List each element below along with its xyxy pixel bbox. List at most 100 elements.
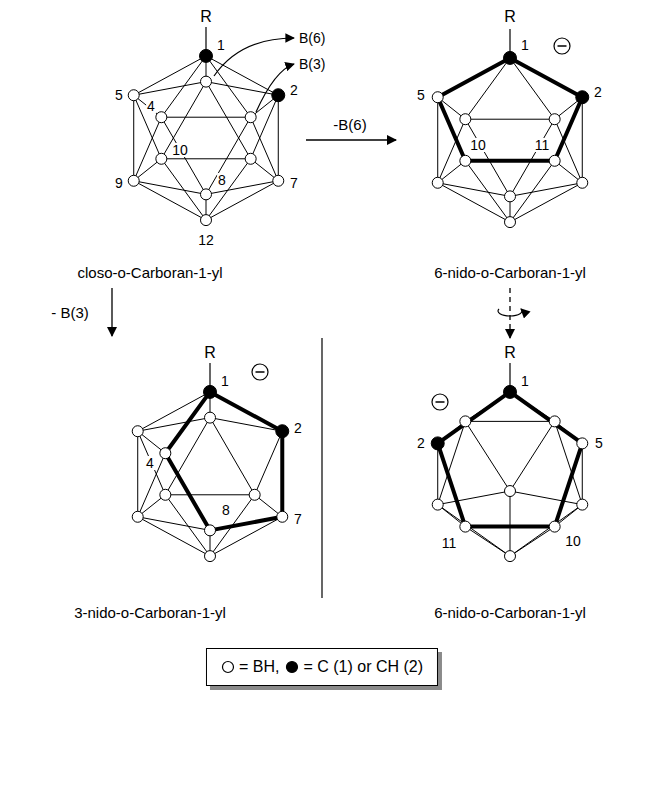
charge-symbol <box>432 394 448 410</box>
vertex-number: 10 <box>171 143 189 157</box>
structure-caption: 3-nido-o-Carboran-1-yl <box>74 605 226 620</box>
cage-edge <box>210 392 282 431</box>
cage-edge <box>134 181 206 220</box>
vertex-number: 9 <box>114 176 124 190</box>
cage-edge <box>251 95 279 159</box>
vertex-number: 1 <box>220 374 230 388</box>
charge-symbol <box>252 364 268 380</box>
cage-edge <box>555 421 583 504</box>
legend-text: = BH, <box>239 658 279 676</box>
structure-caption: closo-o-Carboran-1-yl <box>77 265 222 280</box>
boron-vertex <box>156 153 167 164</box>
boron-vertex <box>460 416 471 427</box>
cage-edge <box>165 418 210 495</box>
carbon-vertex <box>504 51 517 64</box>
cage-edge <box>210 418 282 432</box>
cage-edge <box>437 443 438 504</box>
structure-caption: 6-nido-o-Carboran-1-yl <box>434 265 586 280</box>
substituent-bond <box>509 363 510 385</box>
cage-edge <box>437 97 438 183</box>
vertex-number: 10 <box>469 138 487 152</box>
cage-edge <box>165 495 210 556</box>
cage-edge <box>161 56 206 117</box>
cage-edge <box>210 495 255 556</box>
cage-edge <box>582 443 583 504</box>
legend-entry: = BH, <box>221 658 279 676</box>
cage-figure <box>432 29 589 228</box>
boron-vertex <box>432 177 443 188</box>
cage-edge <box>465 58 510 119</box>
cage-edge <box>280 431 284 517</box>
cage-edge <box>438 421 466 504</box>
cage-edge <box>510 119 555 196</box>
boron-vertex <box>460 155 471 166</box>
cage-edge <box>465 119 510 196</box>
cage-edge <box>510 421 555 491</box>
vertex-number: 2 <box>289 83 299 97</box>
boron-vertex <box>432 92 443 103</box>
cage-edge <box>206 82 278 96</box>
cage-edge <box>165 392 210 453</box>
cage-edge <box>161 117 206 194</box>
cage-edge <box>133 95 134 181</box>
cage-figure <box>431 363 588 562</box>
cage-edge <box>510 505 582 556</box>
cage-figure <box>128 27 285 226</box>
cage-edge <box>278 95 279 181</box>
cage-edge <box>134 95 162 159</box>
cage-edge <box>465 159 554 163</box>
cage-edge <box>438 392 510 443</box>
cage-edge <box>210 517 282 556</box>
cage-edge <box>438 58 510 97</box>
carbon-vertex <box>431 437 444 450</box>
charge-symbol <box>558 45 567 47</box>
cage-edge <box>255 431 283 495</box>
structure-caption: 6-nido-o-Carboran-1-yl <box>434 605 586 620</box>
charge-symbol <box>256 371 265 373</box>
carbon-vertex <box>272 89 285 102</box>
reaction-label: -B(6) <box>333 117 366 132</box>
boron-vertex <box>505 551 516 562</box>
cage-figure <box>132 363 289 562</box>
reaction-label: - B(3) <box>51 305 89 320</box>
cage-edge <box>465 421 510 491</box>
legend-symbol <box>221 660 235 674</box>
vertex-number: 8 <box>217 173 227 187</box>
boron-vertex <box>577 177 588 188</box>
cage-edge <box>510 183 582 222</box>
vertex-number: 7 <box>289 176 299 190</box>
vertex-number: 11 <box>441 536 458 550</box>
reaction-arrow <box>306 139 396 140</box>
cage-edge <box>465 161 510 222</box>
carbon-vertex <box>276 425 289 438</box>
boron-vertex <box>505 486 516 497</box>
boron-vertex <box>128 90 139 101</box>
cage-edge <box>206 117 251 194</box>
legend-symbol <box>285 660 299 674</box>
cage-edge <box>510 58 555 119</box>
vertex-number: 1 <box>520 38 530 52</box>
boron-vertex <box>273 175 284 186</box>
carbon-vertex <box>200 49 213 62</box>
boron-vertex <box>132 511 143 522</box>
carbon-vertex <box>576 91 589 104</box>
cage-edge <box>161 117 250 118</box>
boron-vertex <box>505 217 516 228</box>
substituent-label: R <box>204 345 216 361</box>
vertex-number: 1 <box>520 374 530 388</box>
boron-vertex <box>249 489 260 500</box>
cage-edge <box>165 494 254 495</box>
boron-vertex <box>205 525 216 536</box>
cage-edge <box>438 97 466 161</box>
substituent-bond <box>509 29 510 51</box>
substituent-label: R <box>504 9 516 25</box>
boron-vertex <box>160 489 171 500</box>
boron-vertex <box>245 153 256 164</box>
cage-edge <box>510 161 555 222</box>
boron-vertex <box>201 76 212 87</box>
cage-edge <box>465 527 510 556</box>
vertex-number: 4 <box>146 99 156 113</box>
vertex-number: 5 <box>416 88 426 102</box>
boron-vertex <box>505 191 516 202</box>
cage-edge <box>210 517 282 531</box>
